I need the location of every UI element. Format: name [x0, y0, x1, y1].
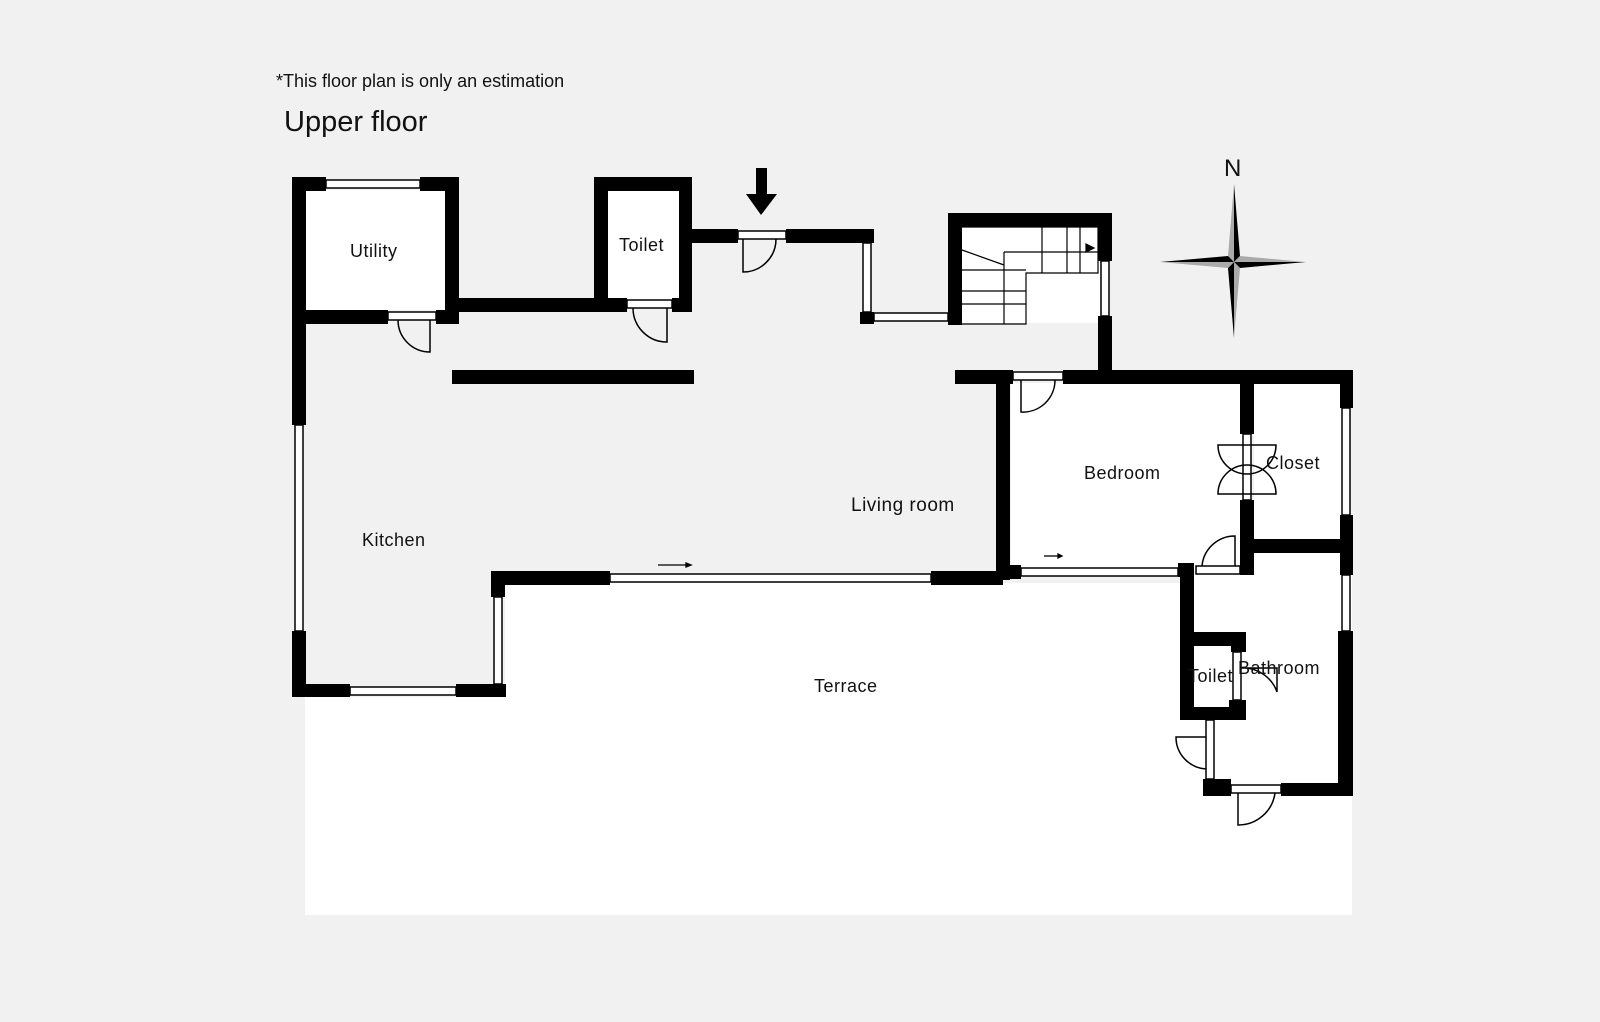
stairs-fill: [960, 225, 1100, 323]
room-label-living-room: Living room: [851, 495, 955, 516]
bedroom-fill: [1011, 383, 1248, 570]
compass-rose-icon: [1160, 184, 1306, 338]
room-label-utility: Utility: [350, 241, 398, 261]
terrace-fill-upper: [505, 583, 1185, 703]
estimation-note: *This floor plan is only an estimation: [276, 71, 565, 91]
sliding-door-arrows: [658, 552, 1064, 568]
compass-north-label: N: [1224, 155, 1242, 182]
windows: [294, 179, 1351, 696]
staircase: [961, 226, 1099, 325]
room-label-toilet-north: Toilet: [619, 235, 664, 255]
room-label-terrace: Terrace: [814, 676, 878, 696]
doors: [387, 230, 1282, 826]
room-label-kitchen: Kitchen: [362, 530, 426, 550]
terrace-fill: [305, 697, 1352, 915]
room-label-bathroom: Bathroom: [1238, 658, 1320, 678]
toilet-north-fill: [607, 190, 679, 300]
room-label-closet: Closet: [1266, 453, 1320, 473]
room-label-toilet-south: Toilet: [1188, 666, 1233, 686]
utility-fill: [306, 190, 446, 310]
walls: [292, 177, 1353, 796]
entrance-arrow-icon: [746, 168, 777, 215]
floor-title: Upper floor: [284, 106, 428, 138]
closet-fill: [1254, 383, 1344, 540]
room-label-bedroom: Bedroom: [1084, 463, 1161, 483]
